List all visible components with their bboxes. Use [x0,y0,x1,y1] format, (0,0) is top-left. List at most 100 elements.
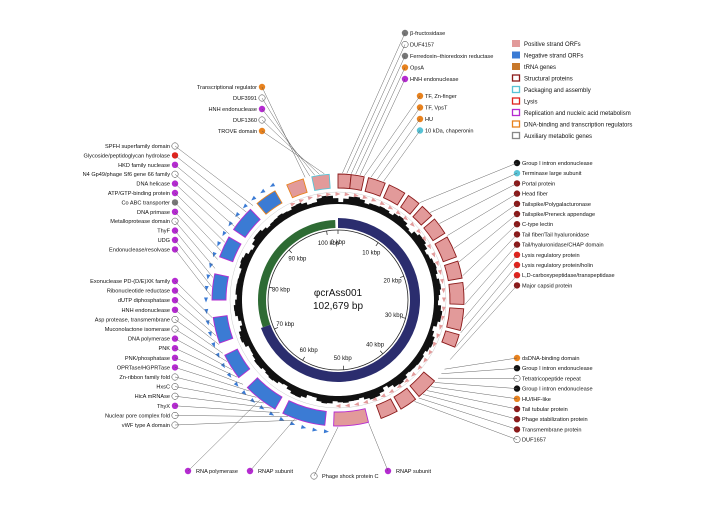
orf-arrow [316,194,323,199]
right-annotation-label: Terminase large subunit [522,171,582,177]
orf-block [212,315,234,344]
gc-content-bar [272,374,282,384]
tick-mark [375,242,379,247]
leader-line [351,55,406,174]
orf-block [349,174,365,191]
gc-content-bar [332,198,339,205]
gc-content-bar [381,383,388,389]
orf-arrow-shape [260,188,266,194]
orf-arrow-shape [439,324,443,330]
leader-line [453,203,518,249]
left-lower-annotation-label: Exonuclease PD-(D/E)XK family [90,279,170,285]
orf-arrow-shape [353,193,359,198]
legend-swatch [511,120,521,128]
orf-arrow [212,251,217,258]
orf-arrow [417,364,423,371]
orf-arrow-shape [371,396,378,401]
orf-block [364,177,386,197]
left-lower-annotation-label: Zn-ribbon family fold [119,375,170,381]
bottom-annotation-label: RNAP subunit [396,469,431,475]
gc-content-bar [394,215,404,226]
bottom-annotation-label: RNAP subunit [258,469,293,475]
gc-content-bar [357,198,366,208]
gc-content-bar [235,299,243,306]
orf-arrow-shape [402,215,409,221]
gc-content-bar [338,202,344,205]
orf-arrow [428,349,433,356]
leader-line [187,399,260,472]
right-annotation-label: Tail/hyaluronidase/CHAP domain [522,243,604,249]
gc-content-bar [347,394,354,402]
gc-content-bar [237,314,245,322]
orf-arrow [388,388,395,394]
orf-block [446,307,465,332]
tick-label: 60 kbp [300,348,319,354]
orf-arrow-shape [241,390,247,396]
gc-content-bar [243,252,253,261]
orf-arrow-shape [395,210,401,215]
orf-arrow [387,205,394,210]
leader-line [441,367,518,374]
right-annotation-label: C-type lectin [522,222,553,228]
gc-content-bar [283,380,290,387]
leader-line [458,213,518,262]
tick-label: 90 kbp [288,257,307,263]
orf-arrow-shape [215,352,220,359]
orf-arrow-shape [388,388,395,394]
leader-line [377,118,421,180]
leader-line [434,382,518,389]
leader-line [174,230,214,278]
orf-arrow [344,192,350,197]
orf-arrow [353,193,359,198]
orf-block [282,400,327,426]
orf-arrow [423,357,428,363]
gc-content-bar [301,202,309,211]
gc-content-bar [390,213,400,223]
bottom-annotation-label: Phage shock protein C [322,474,379,480]
left-lower-annotation-label: HicA mRNAse [135,394,170,400]
left-annotation-label: Metalloprotease domain [110,219,170,225]
orf-arrow-shape [204,297,208,303]
leader-line [414,401,518,440]
orf-arrow-shape [431,252,436,258]
gc-content-bar [321,394,328,404]
leader-line [342,32,406,174]
orf-arrow-shape [259,405,265,410]
left-lower-annotation-label: Ribonucleotide reductase [107,289,170,295]
gc-content-bar [390,377,400,388]
orf-arrow [290,202,296,207]
top-annotation-label: OpsA [410,66,424,72]
orf-arrow-shape [242,203,248,209]
right-annotation-label: Tailspike/Polygalacturonase [522,202,591,208]
gc-content-bar [327,195,334,205]
orf-arrow-shape [434,260,439,267]
right-lower-annotation-label: HU/IHF-like [522,397,551,403]
gc-content-bar [251,239,261,248]
top-right-annotation-label: HU [425,117,433,123]
orf-arrow-shape [290,202,296,207]
leader-line [174,174,235,227]
orf-arrow-shape [363,399,369,404]
top-left-annotation-label: Transcriptional regulator [197,85,257,91]
top-right-annotation-label: 10 kDa, chaperonin [425,129,474,135]
orf-block [412,205,433,226]
leader-line [174,376,257,398]
orf-arrow [211,342,215,348]
orf-block [375,398,398,419]
orf-arrow [439,324,443,330]
gc-content-bar [290,205,300,215]
left-annotation-label: SPFH superfamily domain [105,144,170,150]
leader-line [426,390,518,410]
legend-label: DNA-binding and transcription regulators [524,123,632,129]
legend-label: Positive strand ORFs [524,42,581,48]
tick-label: 10 kbp [362,251,381,257]
orf-block [337,173,352,190]
orf-arrow [259,405,265,410]
orf-arrow-shape [423,357,428,363]
orf-arrow [215,352,220,359]
tick-mark [302,356,305,361]
legend-label: Negative strand ORFs [524,54,583,60]
leader-line [439,183,518,224]
gc-content-bar [261,227,271,236]
orf-arrow [363,399,369,404]
